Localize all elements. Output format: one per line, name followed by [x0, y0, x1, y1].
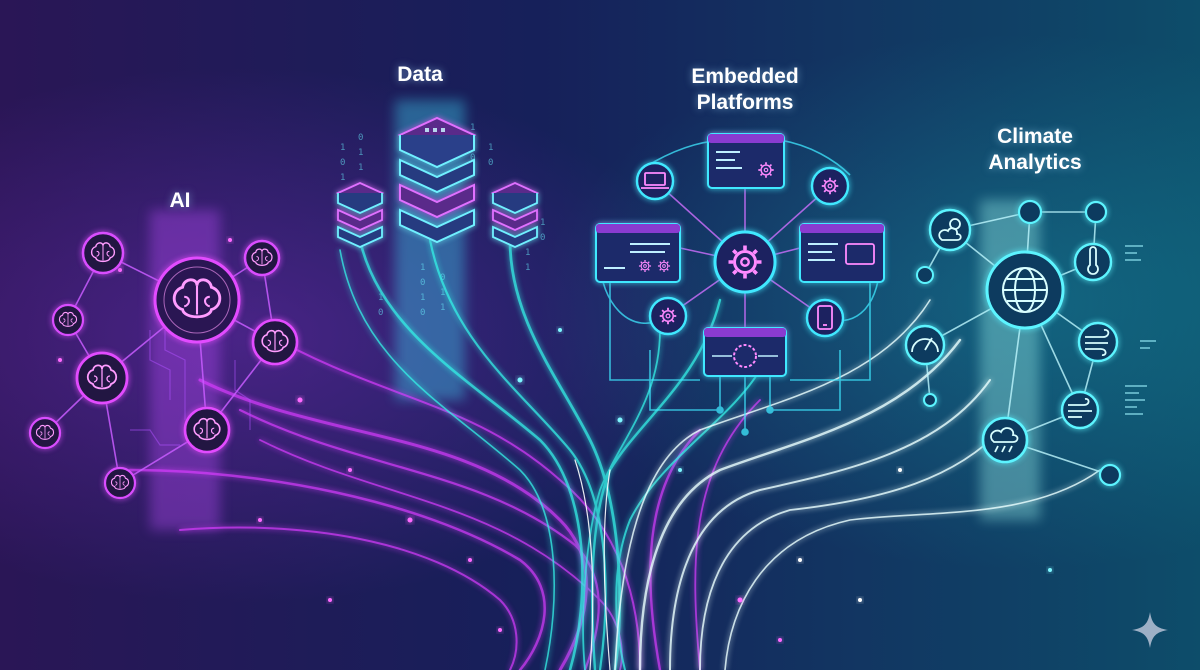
thermometer-icon — [1087, 246, 1099, 275]
svg-text:1: 1 — [420, 293, 425, 303]
phone-icon — [817, 305, 833, 330]
svg-text:1: 1 — [440, 303, 445, 313]
svg-text:0: 0 — [540, 233, 545, 243]
storm-cloud-icon — [990, 427, 1019, 453]
window-icon — [595, 223, 681, 283]
svg-text:1: 1 — [358, 163, 363, 173]
svg-text:0: 0 — [358, 133, 363, 143]
server-stack-icon — [335, 182, 385, 248]
globe-icon — [1002, 267, 1048, 313]
svg-text:1: 1 — [340, 143, 345, 153]
svg-text:1: 1 — [488, 143, 493, 153]
server-stack-icon — [397, 116, 477, 244]
svg-text:0: 0 — [378, 308, 383, 318]
data-cluster — [335, 116, 540, 248]
svg-text:1: 1 — [470, 123, 475, 133]
embedded-cluster — [595, 133, 885, 436]
label-climate-line1: Climate — [997, 125, 1073, 148]
laptop-icon — [641, 172, 669, 189]
label-embedded-line2: Platforms — [696, 91, 794, 114]
svg-text:0: 0 — [470, 153, 475, 163]
svg-text:1: 1 — [540, 218, 545, 228]
svg-text:1: 1 — [420, 263, 425, 273]
svg-text:1: 1 — [525, 248, 530, 258]
label-ai: AI — [169, 189, 191, 212]
gauge-icon — [911, 337, 939, 353]
svg-text:0: 0 — [440, 273, 445, 283]
window-icon — [707, 133, 785, 189]
label-climate-analytics: Climate Analytics — [945, 124, 1125, 176]
label-embedded-platforms: Embedded Platforms — [655, 64, 835, 116]
particles — [58, 238, 1052, 642]
window-icon — [703, 327, 787, 377]
climate-cluster — [904, 199, 1156, 487]
svg-text:0: 0 — [420, 308, 425, 318]
svg-text:1: 1 — [525, 263, 530, 273]
svg-text:0: 0 — [420, 278, 425, 288]
sparkle-icon — [1132, 612, 1168, 648]
label-embedded-line1: Embedded — [691, 65, 799, 88]
wind-icon — [1068, 398, 1092, 418]
svg-text:0: 0 — [488, 158, 493, 168]
svg-text:0: 0 — [340, 158, 345, 168]
svg-text:1: 1 — [378, 293, 383, 303]
server-stack-icon — [490, 182, 540, 248]
svg-text:1: 1 — [358, 148, 363, 158]
label-data: Data — [397, 63, 443, 86]
svg-text:1: 1 — [340, 173, 345, 183]
cloud-sun-icon — [938, 218, 962, 241]
label-climate-line2: Analytics — [988, 151, 1082, 174]
svg-text:1: 1 — [440, 288, 445, 298]
ai-cluster — [28, 231, 299, 500]
wind-icon — [1085, 329, 1110, 356]
window-icon — [799, 223, 885, 283]
